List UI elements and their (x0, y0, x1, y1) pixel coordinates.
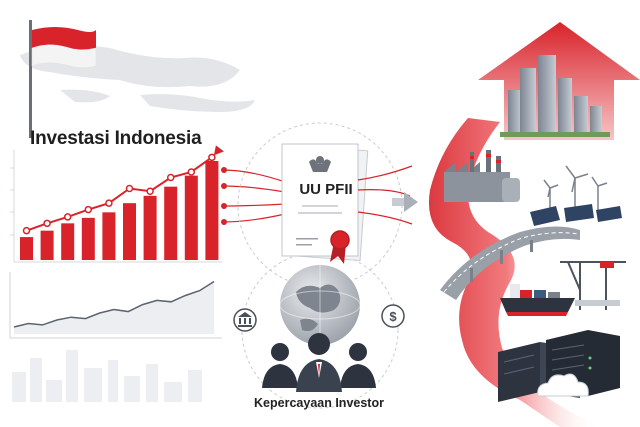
factory-icon (444, 150, 520, 202)
garuda-emblem-icon (309, 156, 331, 172)
secondary-polyline (13, 280, 215, 328)
bar (123, 203, 136, 260)
bar-series (20, 161, 219, 260)
bar (20, 237, 33, 260)
bar (61, 223, 75, 260)
bank-icon (233, 308, 257, 332)
trend-point (22, 226, 31, 235)
chart-title: Investasi Indonesia (30, 128, 202, 149)
faded-skyline (12, 350, 202, 402)
trend-point (146, 187, 154, 195)
trend-point (166, 173, 175, 182)
document-title: UU PFII (299, 181, 353, 198)
law-document (281, 143, 369, 264)
growth-ribbon (428, 118, 600, 427)
trend-point (187, 168, 196, 176)
bar (81, 217, 95, 260)
trend-line (22, 145, 224, 235)
left-connectors (221, 169, 286, 223)
seal-icon (330, 230, 350, 264)
investor-group-icon (262, 333, 376, 392)
wind-turbine-icon (543, 165, 608, 210)
bar (184, 175, 198, 260)
globe-icon (279, 265, 361, 345)
cloud-icon (537, 373, 589, 397)
trend-point (125, 184, 134, 193)
bar (40, 230, 54, 260)
svg-text:$: $ (389, 309, 397, 324)
trend-arrowhead (213, 145, 224, 156)
secondary-area (14, 281, 214, 334)
chart-grid (10, 150, 222, 263)
secondary-line-chart (13, 280, 215, 334)
city-skyline-icon (500, 55, 610, 137)
highway-icon (440, 226, 580, 300)
indonesia-flag-icon (29, 20, 97, 138)
trend-point (105, 199, 113, 207)
crane-cab (600, 262, 614, 268)
trend-point (84, 205, 93, 214)
chart-2-axes (9, 272, 222, 339)
trend-polyline (26, 156, 213, 232)
bar (164, 186, 178, 260)
trend-point (63, 213, 72, 221)
solar-panel-icon (530, 204, 622, 226)
investor-caption: Kepercayaan Investor (254, 396, 384, 410)
dollar-icon: $ (381, 304, 405, 328)
cargo-ship-icon (500, 284, 620, 316)
connector-dots (221, 167, 227, 225)
trend-point (208, 153, 216, 162)
arrow-right-icon (392, 192, 418, 212)
bar (143, 195, 157, 260)
bar (205, 161, 219, 260)
trend-point (43, 219, 51, 228)
bar (102, 212, 116, 260)
